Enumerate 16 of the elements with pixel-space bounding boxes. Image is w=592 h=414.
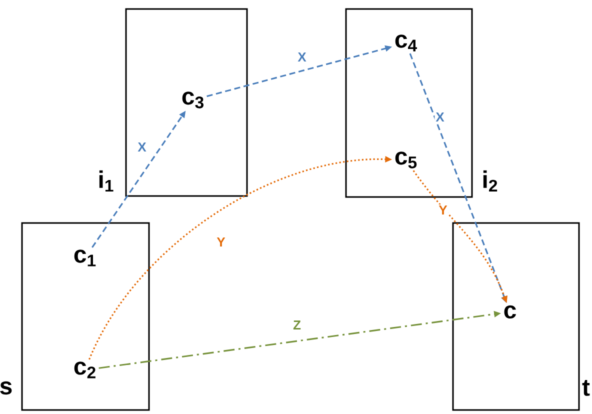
box-label: s (0, 381, 12, 395)
edge-label: X (296, 52, 308, 62)
box-label: t (582, 380, 590, 396)
point-label: c$_{5}$ (395, 152, 417, 168)
edge-label: Z (292, 320, 302, 330)
point-label: c (504, 305, 516, 319)
edge-label: X (434, 112, 446, 122)
box-label: i$_{1}$ (99, 170, 114, 192)
box-label: i$_{2}$ (483, 170, 498, 192)
edge-label: X (136, 142, 148, 152)
point-label: c$_{2}$ (74, 362, 96, 378)
point-label: c$_{3}$ (182, 92, 204, 108)
edge-label: Y (438, 204, 448, 216)
edge-label: Y (216, 236, 226, 248)
point-label: c$_{1}$ (74, 250, 96, 266)
point-label: c$_{4}$ (395, 34, 417, 52)
